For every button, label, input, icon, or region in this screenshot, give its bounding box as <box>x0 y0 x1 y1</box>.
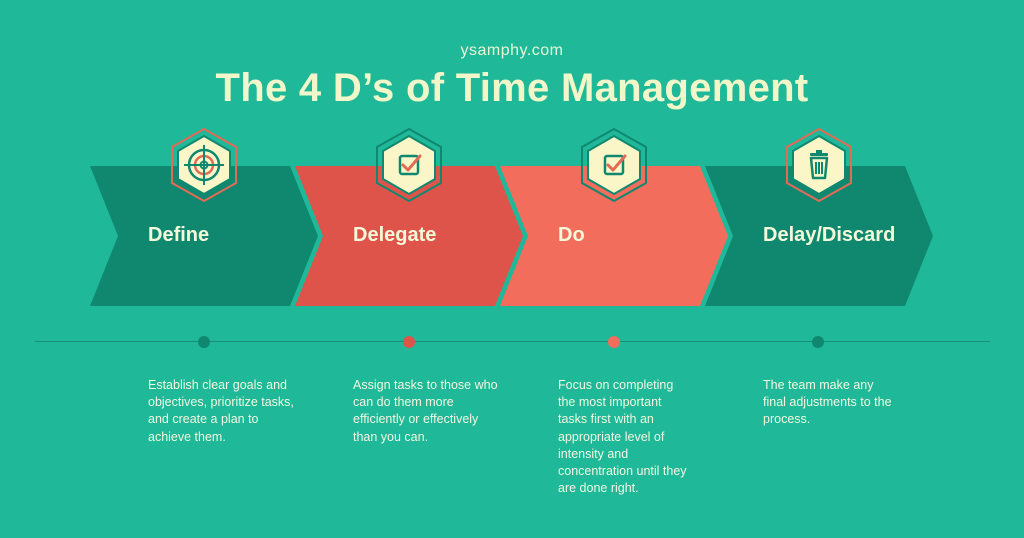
target-icon <box>171 128 237 202</box>
chevron-define <box>90 166 318 306</box>
timeline-line <box>35 341 990 342</box>
step-description-delegate: Assign tasks to those who can do them mo… <box>353 378 498 444</box>
chevron-do <box>500 166 728 306</box>
site-name: ysamphy.com <box>460 42 564 59</box>
timeline-dot-delay-discard <box>812 336 824 348</box>
step-label-define: Define <box>148 224 210 246</box>
checkbox-icon <box>581 128 647 202</box>
step-label-delegate: Delegate <box>353 224 437 246</box>
step-description-delay-discard: The team make any final adjustments to t… <box>763 378 892 427</box>
timeline-dot-delegate <box>403 336 415 348</box>
step-description-do: Focus on completing the most important t… <box>558 378 687 496</box>
chevron-delay-discard <box>705 166 933 306</box>
step-label-delay-discard: Delay/Discard <box>763 224 896 246</box>
step-label-do: Do <box>558 224 585 246</box>
checkbox-icon <box>376 128 442 202</box>
chevron-delegate <box>295 166 523 306</box>
step-description-define: Establish clear goals and objectives, pr… <box>148 378 294 444</box>
page-title: The 4 D’s of Time Management <box>215 66 809 110</box>
timeline-dot-define <box>198 336 210 348</box>
trash-icon <box>786 128 852 202</box>
timeline-dot-do <box>608 336 620 348</box>
